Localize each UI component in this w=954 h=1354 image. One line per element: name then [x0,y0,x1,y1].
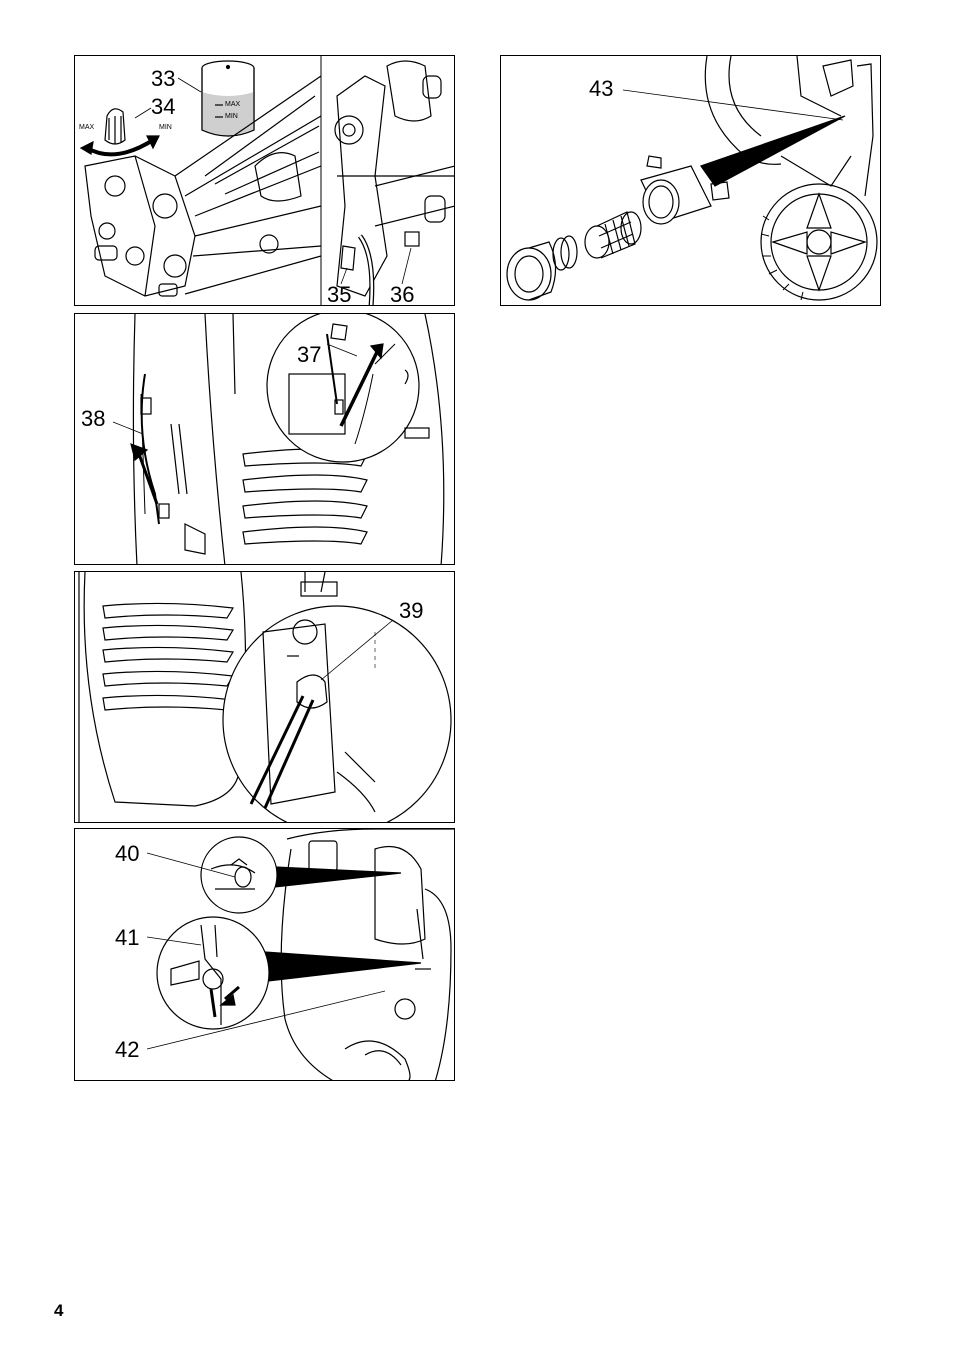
figure-water-inlet-filter: 43 [500,55,881,306]
figure-cable-connector: 39 [74,571,455,823]
callout-43: 43 [589,78,613,100]
figure-hose-routing: 37 38 [74,313,455,565]
strainer-drawing [585,212,641,258]
water-inlet-filter-illustration [501,56,881,306]
callout-40: 40 [115,843,139,865]
wheel-drawing [761,184,877,300]
callout-38: 38 [81,408,105,430]
callout-33: 33 [151,68,175,90]
hose-routing-illustration [75,314,455,565]
page-number: 4 [54,1302,63,1320]
min-arrow-label: MIN [159,124,172,132]
cable-connector-illustration [75,572,455,823]
callout-36: 36 [390,284,414,306]
callout-39: 39 [399,600,423,622]
valve-block-drawing [335,61,455,306]
pump-illustration [75,56,455,306]
max-arrow-label: MAX [79,124,94,132]
tank-max-label: MAX [225,101,240,109]
tank-min-label: MIN [225,113,238,121]
figure-outlet-fittings: 40 41 42 [74,828,455,1081]
callout-37: 37 [297,344,321,366]
callout-42: 42 [115,1039,139,1061]
callout-35: 35 [327,284,351,306]
callout-41: 41 [115,927,139,949]
callout-34: 34 [151,96,175,118]
vent-slots [103,603,233,710]
vent-slots [243,449,367,544]
figure-pump-oil-tank: 33 34 MAX MIN MAX MIN 35 36 [74,55,455,306]
cap-drawing [507,242,556,300]
oil-tank-drawing [202,61,254,136]
